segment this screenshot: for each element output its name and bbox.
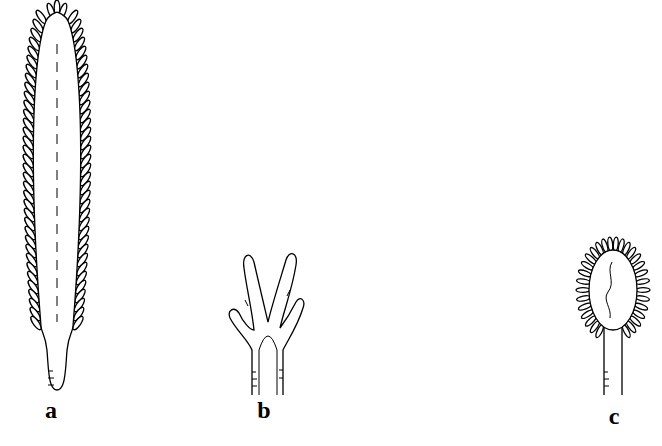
figure-label: c [609,404,620,428]
fringe-lobe [607,237,613,251]
tentacle-b [229,254,304,395]
tentacle-body [33,12,80,390]
midline [57,44,58,322]
fringe-lobe [636,288,650,293]
tentacle-a [21,0,92,390]
fringe-lobe [576,288,590,293]
figure-label: b [257,398,270,422]
figure-label: a [45,398,57,422]
tentacle-c [576,237,650,395]
